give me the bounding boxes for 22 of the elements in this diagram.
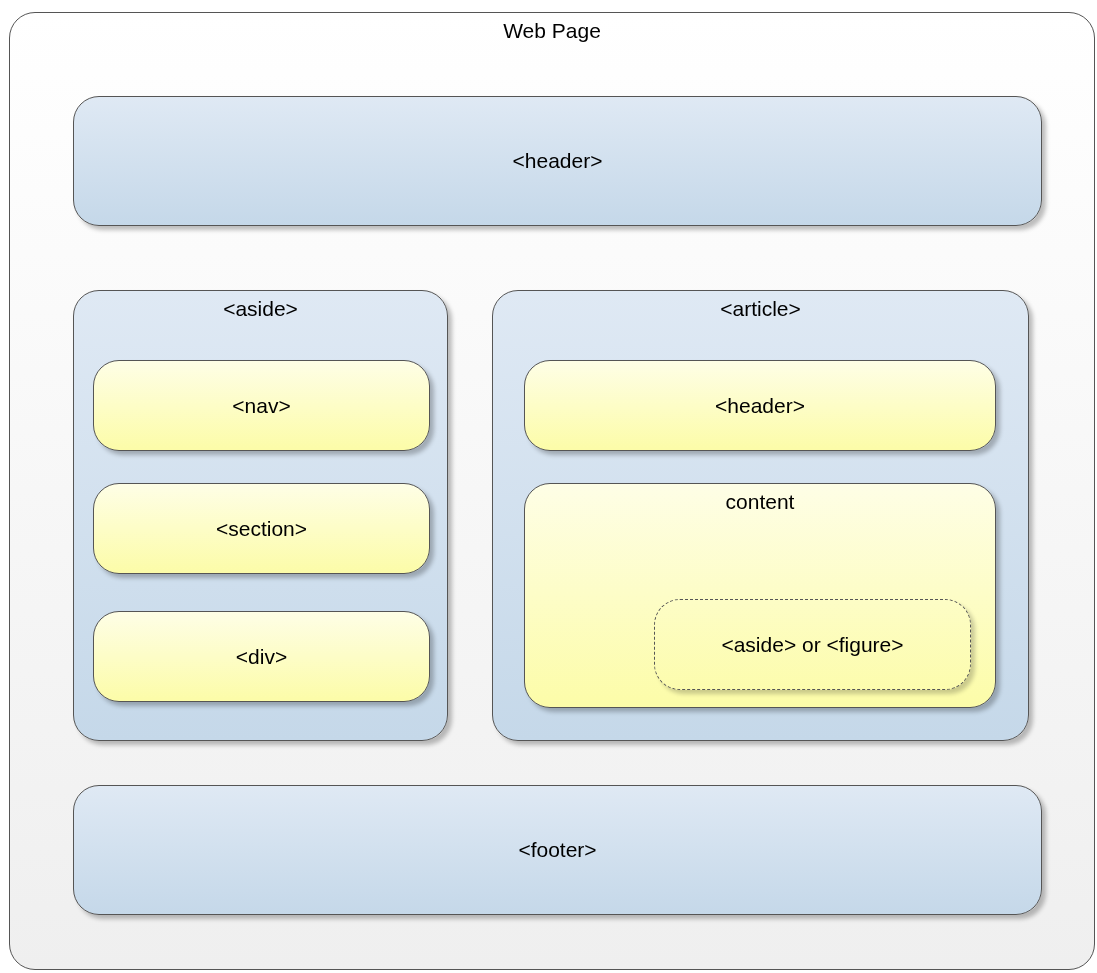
box-label: <header> <box>715 393 805 418</box>
article-header-block <box>524 360 996 451</box>
article-panel <box>492 290 1029 741</box>
box-label: <header> <box>512 149 603 173</box>
box-title: Web Page <box>503 19 601 43</box>
footer-band <box>73 785 1042 915</box>
box-title: <article> <box>720 297 801 321</box>
figure-block <box>654 599 971 690</box>
box-label: <section> <box>215 516 308 541</box>
box-title: content <box>725 490 795 514</box>
sidebar-panel <box>73 290 448 741</box>
header-band <box>73 96 1042 226</box>
box-label: <nav> <box>232 393 291 418</box>
page-frame <box>9 12 1095 970</box>
content-panel <box>524 483 996 708</box>
div-block <box>93 611 430 702</box>
box-label: <footer> <box>518 838 597 862</box>
box-title: <aside> <box>223 297 298 321</box>
box-label: <div> <box>235 644 288 669</box>
nav-block <box>93 360 430 451</box>
box-label: <aside> or <figure> <box>721 632 904 657</box>
section-block <box>93 483 430 574</box>
